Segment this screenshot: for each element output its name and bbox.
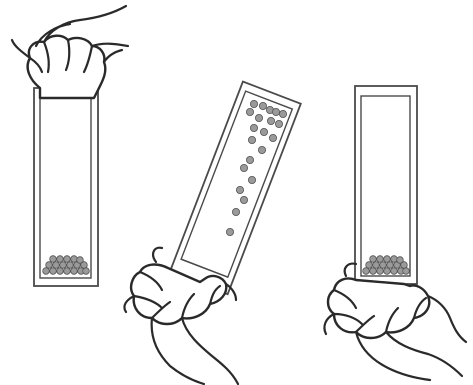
bead	[400, 261, 408, 269]
bead	[80, 261, 88, 269]
panel-left	[10, 4, 130, 287]
bead	[225, 227, 234, 236]
bead	[257, 145, 266, 154]
bead	[76, 256, 84, 264]
bead	[49, 255, 57, 263]
bead	[56, 255, 64, 263]
bead	[268, 133, 277, 142]
bead	[235, 185, 244, 194]
bead	[52, 261, 60, 269]
bead	[271, 108, 280, 117]
bead	[383, 267, 391, 275]
bead	[70, 255, 78, 263]
bead	[274, 120, 283, 129]
bead	[231, 207, 240, 216]
bead	[63, 267, 71, 275]
bead	[386, 261, 394, 269]
bead	[376, 267, 384, 275]
beads-falling-middle	[225, 100, 287, 236]
hand-top-left	[10, 4, 130, 100]
bead	[247, 175, 256, 184]
bead	[278, 110, 287, 119]
bead	[249, 124, 258, 133]
bead	[402, 267, 410, 275]
bead	[82, 267, 90, 275]
beads-settled-right	[362, 255, 410, 275]
bead	[379, 261, 387, 269]
beads-settled-left	[42, 255, 90, 275]
bead	[383, 255, 391, 263]
bead	[59, 261, 67, 269]
bead	[42, 267, 50, 275]
hand-bottom-middle	[123, 246, 240, 385]
tube-left	[33, 87, 99, 287]
bead	[266, 117, 275, 126]
panel-right	[323, 85, 468, 382]
bead	[376, 255, 384, 263]
bead	[390, 267, 398, 275]
bead	[245, 155, 254, 164]
bead	[239, 195, 248, 204]
bead	[66, 261, 74, 269]
bead	[365, 261, 373, 269]
bead	[369, 255, 377, 263]
bead	[396, 256, 404, 264]
bead	[369, 267, 377, 275]
bead	[245, 108, 254, 117]
tube-right	[354, 85, 418, 285]
bead	[372, 261, 380, 269]
hand-bottom-right	[323, 262, 468, 382]
bead	[70, 267, 78, 275]
bead	[45, 261, 53, 269]
bead	[247, 135, 256, 144]
panel-middle	[123, 80, 302, 385]
bead	[258, 102, 267, 111]
bead	[259, 127, 268, 136]
bead	[63, 255, 71, 263]
bead	[249, 100, 258, 109]
bead	[362, 267, 370, 275]
bead	[390, 255, 398, 263]
bead	[56, 267, 64, 275]
bead	[254, 114, 263, 123]
bead	[239, 163, 248, 172]
bead	[49, 267, 57, 275]
tube-middle	[168, 80, 302, 296]
